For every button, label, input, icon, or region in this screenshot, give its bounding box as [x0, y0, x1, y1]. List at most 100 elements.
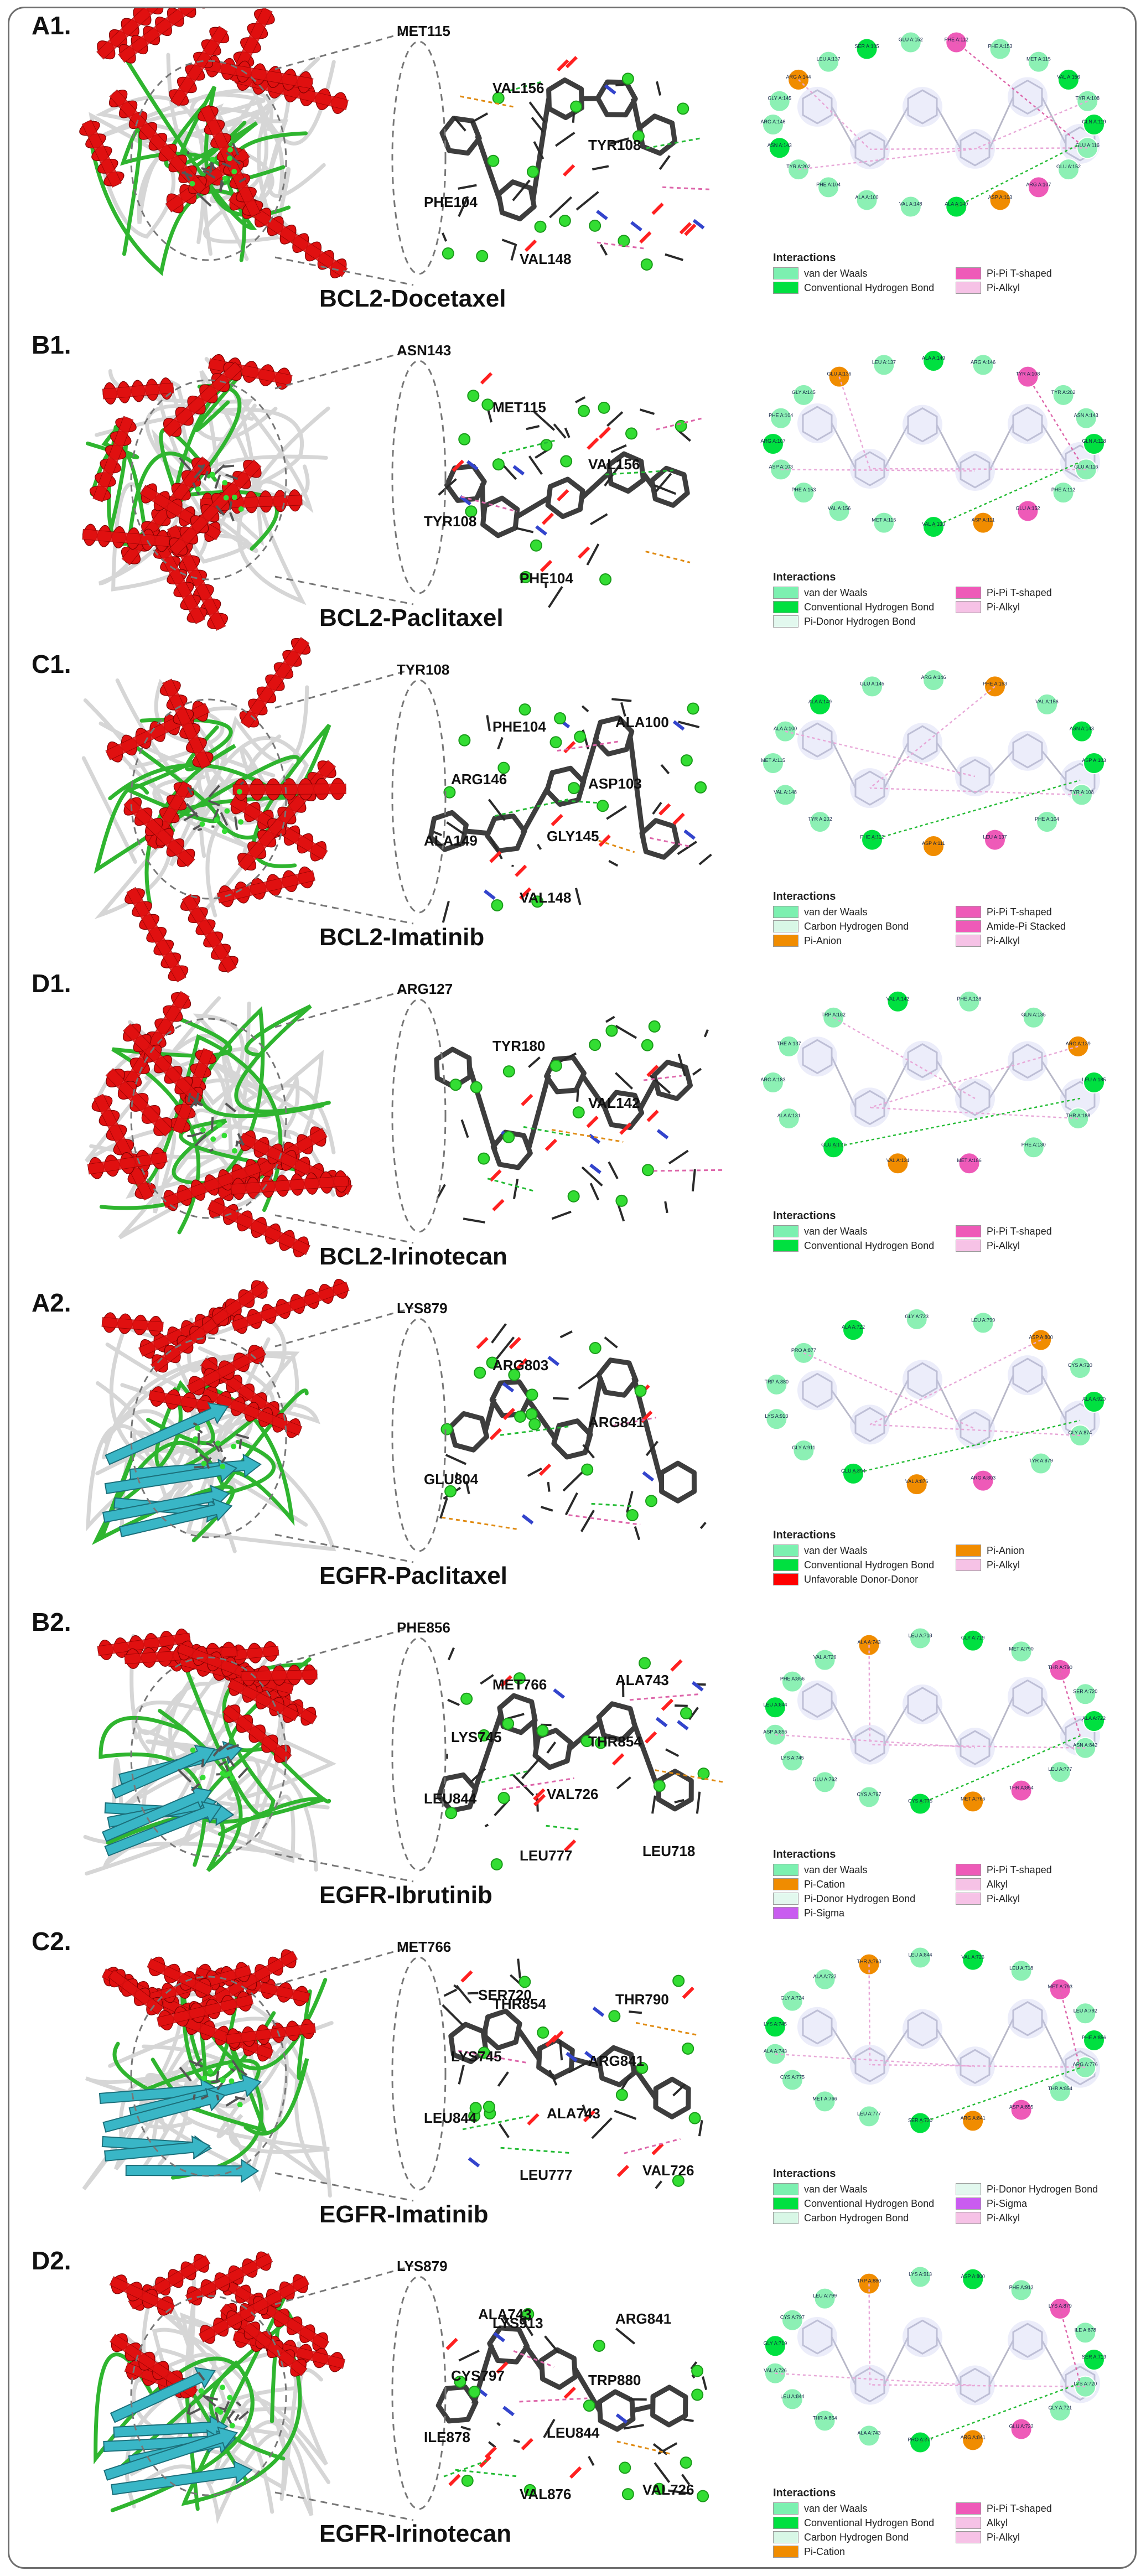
alpha-helix: [101, 1312, 164, 1336]
contact-atom: [626, 1509, 639, 1521]
residue-bubble: LEU A:844: [763, 1696, 787, 1719]
residue-label: ASN143: [397, 342, 451, 359]
legend-title: Interactions: [773, 890, 836, 903]
coil-loop: [111, 1012, 232, 1235]
residue-bubble-label: GLU A:804: [841, 1468, 865, 1474]
contact-atom: [444, 1485, 457, 1497]
contact-atom: [641, 1164, 654, 1176]
contact-atom: [458, 734, 471, 747]
residue-bubble-label: GLY A:721: [1048, 2405, 1072, 2411]
contact-atom: [502, 1131, 515, 1143]
ligand-3d-view: [439, 56, 712, 271]
contact-atom: [497, 761, 510, 774]
contact-atom: [518, 1976, 531, 1988]
contact-atom: [470, 1081, 483, 1093]
contact-atom: [490, 1858, 503, 1870]
residue-bubble-label: GLU A:722: [1009, 2424, 1034, 2429]
residue-bubble-label: LEU A:792: [1074, 2008, 1097, 2013]
pocket-outline: [391, 360, 447, 594]
alpha-helix: [89, 416, 137, 502]
residue-bubble: TRP A:880: [857, 2272, 881, 2295]
contact-atom: [497, 1792, 510, 1805]
contact-atom: [598, 401, 610, 414]
residue-bubble-label: ILE A:878: [1075, 2327, 1096, 2333]
legend-label: Pi-Pi T-shaped: [987, 267, 1052, 279]
legend-label: Pi-Pi T-shaped: [987, 587, 1052, 598]
residue-bubble-label: GLN A:118: [1082, 438, 1106, 444]
legend-item: van der Waals: [773, 1225, 867, 1237]
ligand-3d-view: [442, 1958, 703, 2189]
contact-atom: [478, 1729, 490, 1741]
zoom-connector: [274, 895, 414, 925]
residue-bubble-label: GLN A:135: [1021, 1012, 1046, 1018]
legend-swatch: [956, 2517, 981, 2529]
residue-bubble-label: PHE A:153: [988, 44, 1012, 49]
residue-bubble-label: THR A:790: [857, 1959, 881, 1965]
contact-atom: [605, 1024, 618, 1037]
legend-item: Pi-Donor Hydrogen Bond: [773, 615, 915, 628]
residue-bubble-label: LYS A:913: [909, 2272, 932, 2277]
contact-atom: [697, 1768, 710, 1780]
residue-bubble: CYS A:797: [857, 1786, 881, 1808]
legend-label: van der Waals: [804, 2502, 868, 2514]
legend-swatch: [956, 587, 981, 599]
residue-label: THR790: [615, 1991, 669, 2008]
protein-ribbon: [85, 991, 353, 1258]
beta-sheet: [104, 1459, 238, 1495]
residue-bubble-label: GLU A:145: [860, 681, 884, 686]
residue-bubble-label: GLN A:119: [1082, 119, 1106, 125]
protein-ribbon: [86, 1279, 350, 1553]
residue-bubble: TYR A:879: [1029, 1452, 1053, 1475]
legend-item: Pi-Alkyl: [956, 2531, 1020, 2543]
legend-item: Conventional Hydrogen Bond: [773, 601, 934, 613]
residue-label: MET766: [492, 1676, 547, 1693]
contact-atom: [608, 2010, 621, 2023]
panel-label: A1.: [32, 11, 71, 40]
residue-bubble: GLY A:724: [781, 1989, 804, 2012]
ligand-in-pocket: [179, 457, 244, 522]
legend-label: Alkyl: [987, 2517, 1008, 2528]
ligand-3d-view: [439, 1323, 707, 1541]
residue-bubble: THE A:137: [777, 1035, 801, 1058]
contact-atom: [583, 2399, 595, 2412]
residue-bubble-label: ARG A:144: [786, 74, 811, 80]
residue-bubble-label: LEU A:137: [983, 835, 1007, 840]
residue-bubble-label: ASN A:143: [1074, 413, 1098, 418]
alpha-helix: [211, 1280, 269, 1326]
contact-atom: [599, 573, 612, 585]
residue-bubble: LEU A:777: [857, 2105, 881, 2128]
protein-ribbon: [82, 354, 330, 631]
residue-bubble: GLU A:145: [860, 675, 884, 698]
coil-loop: [94, 755, 300, 874]
legend-swatch: [773, 587, 798, 599]
binding-site-outline: [130, 1018, 287, 1219]
complex-caption: EGFR-Irinotecan: [319, 2520, 512, 2547]
residue-label: MET115: [397, 23, 450, 39]
residue-label: LYS745: [451, 1729, 502, 1745]
contact-atom: [465, 505, 478, 518]
zoom-connector: [274, 1214, 414, 1244]
residue-bubble: GLY A:145: [792, 383, 816, 406]
legend-label: Pi-Donor Hydrogen Bond: [804, 1893, 916, 1904]
residue-bubble: PHE A:112: [1051, 481, 1075, 504]
residue-bubble: ALA A:131: [777, 1107, 801, 1130]
legend-label: Conventional Hydrogen Bond: [804, 2197, 935, 2209]
residue-label: PHE104: [520, 570, 573, 587]
pocket-outline: [391, 998, 447, 1233]
residue-bubble-label: TYR A:108: [1016, 371, 1040, 377]
beta-sheet: [105, 1402, 229, 1465]
residue-bubble-label: PRO A:877: [908, 2437, 933, 2442]
coil-loop: [111, 404, 254, 592]
residue-bubble-label: THR A:790: [1048, 1665, 1072, 1670]
residue-bubble-label: ARG A:803: [971, 1475, 995, 1481]
residue-label: LEU777: [520, 1847, 572, 1864]
residue-bubble: SER A:720: [908, 2112, 932, 2134]
residue-bubble-label: ALA A:149: [808, 699, 832, 704]
protein-ribbon: [79, 8, 349, 278]
residue-bubble-label: CYS A:775: [780, 2074, 805, 2080]
residue-label: THR854: [492, 1996, 546, 2012]
zoom-connector: [274, 2172, 414, 2202]
zoom-connector: [274, 29, 414, 70]
